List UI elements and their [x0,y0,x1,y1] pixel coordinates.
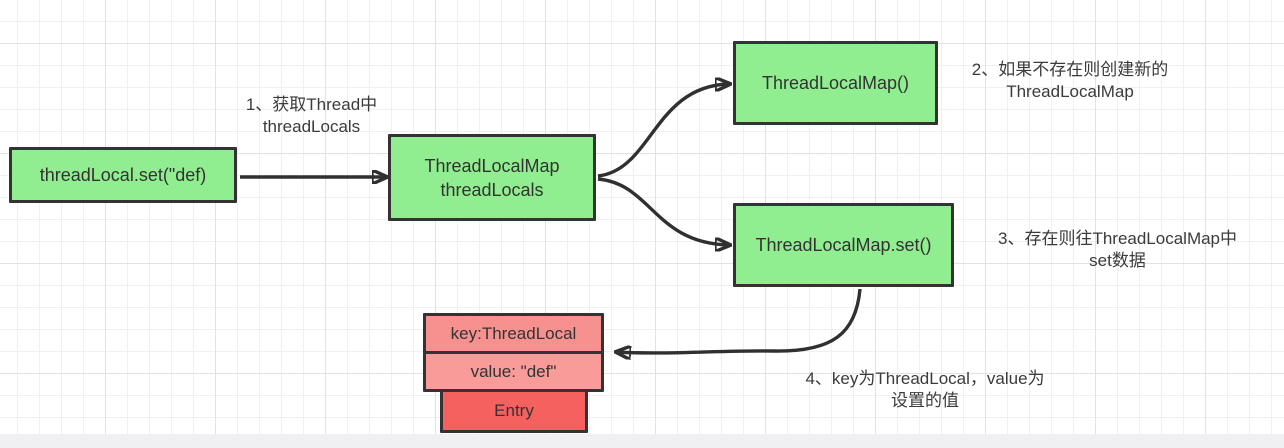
annotation-step3-line1: 3、存在则往ThreadLocalMap中 [997,229,1238,248]
node-threadlocalmap-set-label: ThreadLocalMap.set() [755,235,932,255]
entry-key-label: key:ThreadLocal [450,323,577,343]
node-threadlocalmap-constructor-label: ThreadLocalMap() [761,73,910,93]
arrow-threadlocals-to-ctor [597,84,729,178]
node-threadlocal-set-call-label: threadLocal.set("def) [39,165,207,185]
node-threadlocalmap-set: ThreadLocalMap.set() [733,203,954,287]
annotation-step2: 2、如果不存在则创建新的 ThreadLocalMap [950,59,1190,103]
annotation-step4-line1: 4、key为ThreadLocal，value为 [805,369,1045,388]
annotation-step3-line2: set数据 [1089,251,1146,270]
annotation-step2-line2: ThreadLocalMap [1006,82,1134,101]
annotation-step1: 1、获取Thread中 threadLocals [224,94,399,138]
node-threadlocals-field-line2: threadLocals [440,179,544,200]
entry-key-row: key:ThreadLocal [423,313,604,354]
annotation-step1-line2: threadLocals [262,117,361,136]
bottom-strip [0,434,1284,448]
annotation-step4: 4、key为ThreadLocal，value为 设置的值 [775,368,1075,412]
arrow-set-to-entry [617,288,862,353]
node-threadlocal-set-call: threadLocal.set("def) [9,147,237,203]
entry-value-label: value: "def" [470,361,557,381]
entry-node: Entry [440,389,588,433]
annotation-step4-line2: 设置的值 [891,391,959,410]
entry-node-label: Entry [494,401,534,420]
entry-stack: key:ThreadLocal value: "def" Entry [423,313,604,439]
annotation-step3: 3、存在则往ThreadLocalMap中 set数据 [955,228,1280,272]
annotation-step2-line1: 2、如果不存在则创建新的 [971,60,1169,79]
annotation-step1-line1: 1、获取Thread中 [245,95,378,114]
node-threadlocals-field-line1: ThreadLocalMap [424,155,560,176]
arrow-threadlocals-to-set [597,177,729,245]
node-threadlocalmap-constructor: ThreadLocalMap() [733,41,938,125]
node-threadlocals-field: ThreadLocalMap threadLocals [388,134,596,221]
entry-value-row: value: "def" [423,351,604,392]
